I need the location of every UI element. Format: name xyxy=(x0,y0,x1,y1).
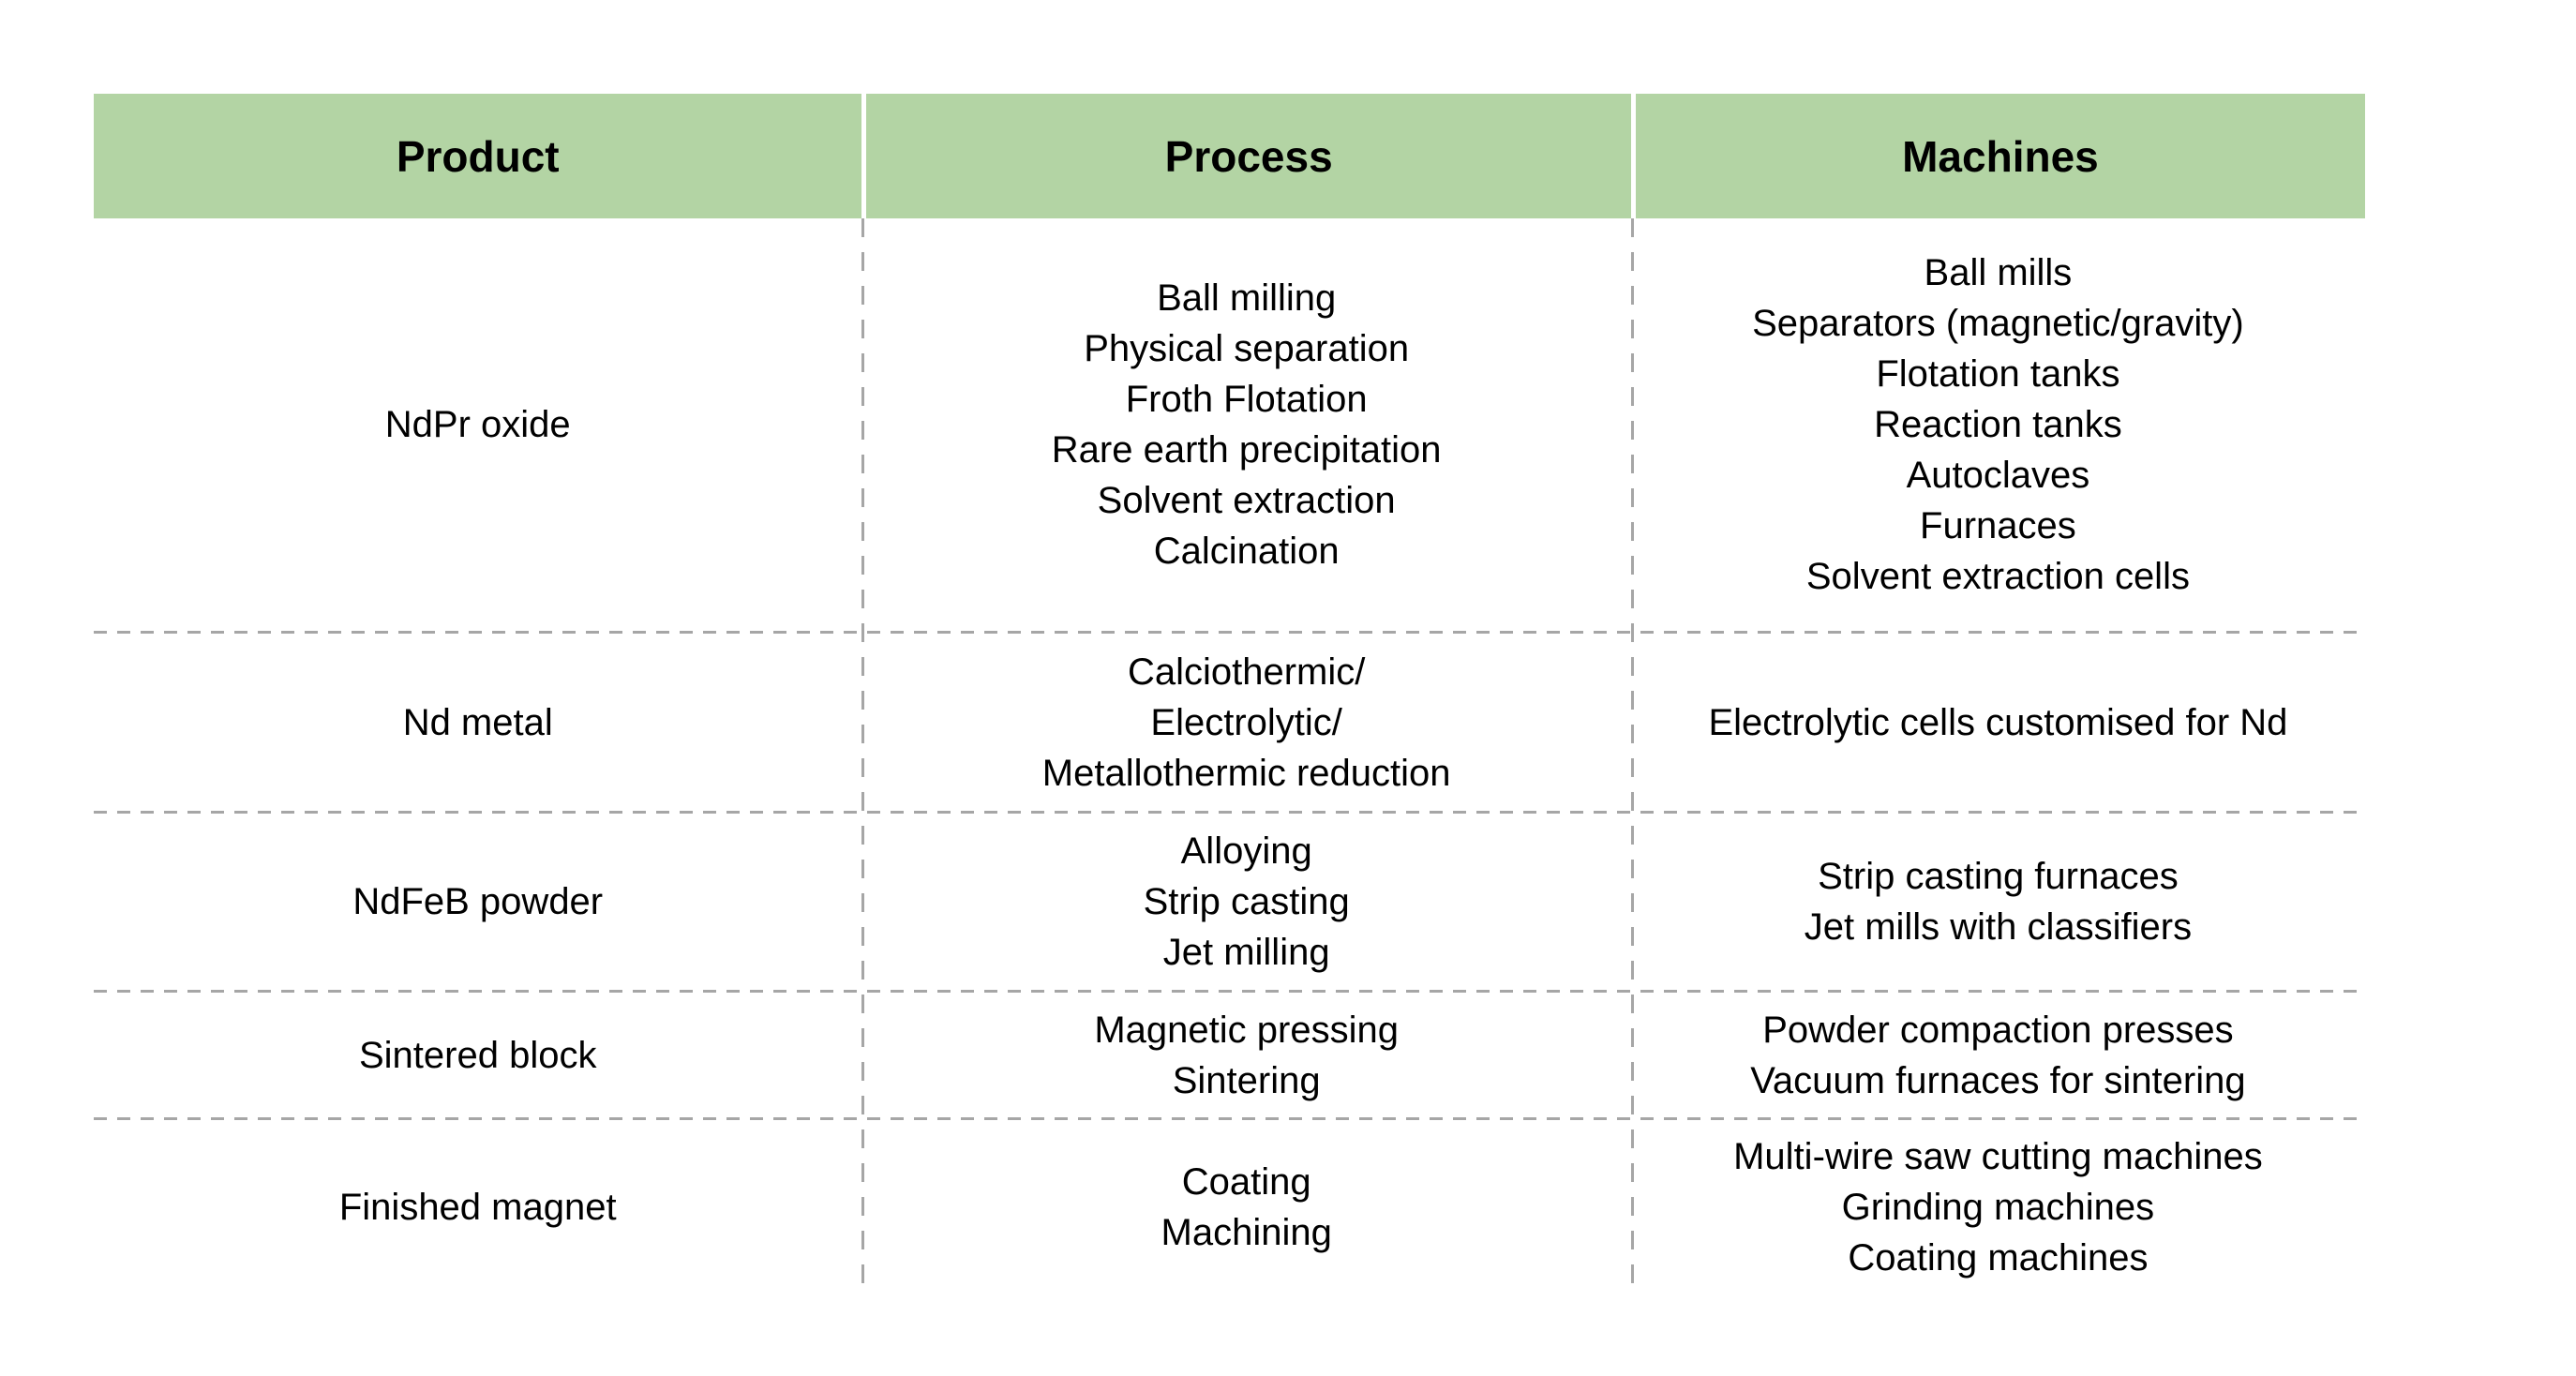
process-cell: Coating Machining xyxy=(1161,1161,1332,1253)
row-divider xyxy=(94,811,2365,814)
product-cell: NdFeB powder xyxy=(352,881,604,922)
column-divider-1 xyxy=(861,218,865,1294)
table-body: NdPr oxide Ball milling Physical separat… xyxy=(94,218,2365,1294)
row-divider xyxy=(94,631,2365,634)
table-row-ndfeb-powder: NdFeB powder Alloying Strip casting Jet … xyxy=(94,814,2365,990)
column-divider-2 xyxy=(1630,218,1634,1294)
machines-cell: Strip casting furnaces Jet mills with cl… xyxy=(1804,856,2193,948)
table-row-finished-magnet: Finished magnet Coating Machining Multi-… xyxy=(94,1120,2365,1294)
process-cell: Ball milling Physical separation Froth F… xyxy=(1051,277,1442,572)
table-row-ndpr-oxide: NdPr oxide Ball milling Physical separat… xyxy=(94,218,2365,631)
product-process-machines-table: Product Process Machines NdPr oxide Ball… xyxy=(94,94,2365,1294)
column-header-product: Product xyxy=(396,131,560,181)
machines-cell: Multi-wire saw cutting machines Grinding… xyxy=(1733,1136,2263,1279)
table-row-nd-metal: Nd metal Calciothermic/ Electrolytic/ Me… xyxy=(94,634,2365,811)
table-header-row: Product Process Machines xyxy=(94,94,2365,218)
row-divider xyxy=(94,990,2365,993)
process-cell: Calciothermic/ Electrolytic/ Metallother… xyxy=(1041,651,1451,794)
column-header-machines: Machines xyxy=(1630,94,2365,218)
process-cell: Magnetic pressing Sintering xyxy=(1094,1009,1399,1101)
product-cell: NdPr oxide xyxy=(384,404,571,445)
column-header-process: Process xyxy=(861,94,1630,218)
machines-cell: Ball mills Separators (magnetic/gravity)… xyxy=(1752,252,2244,597)
table-row-sintered-block: Sintered block Magnetic pressing Sinteri… xyxy=(94,993,2365,1117)
row-divider xyxy=(94,1117,2365,1120)
product-cell: Sintered block xyxy=(358,1034,597,1076)
product-cell: Finished magnet xyxy=(338,1187,617,1228)
machines-cell: Electrolytic cells customised for Nd xyxy=(1708,701,2288,743)
process-cell: Alloying Strip casting Jet milling xyxy=(1143,830,1350,973)
machines-cell: Powder compaction presses Vacuum furnace… xyxy=(1750,1009,2246,1101)
product-cell: Nd metal xyxy=(402,701,553,743)
